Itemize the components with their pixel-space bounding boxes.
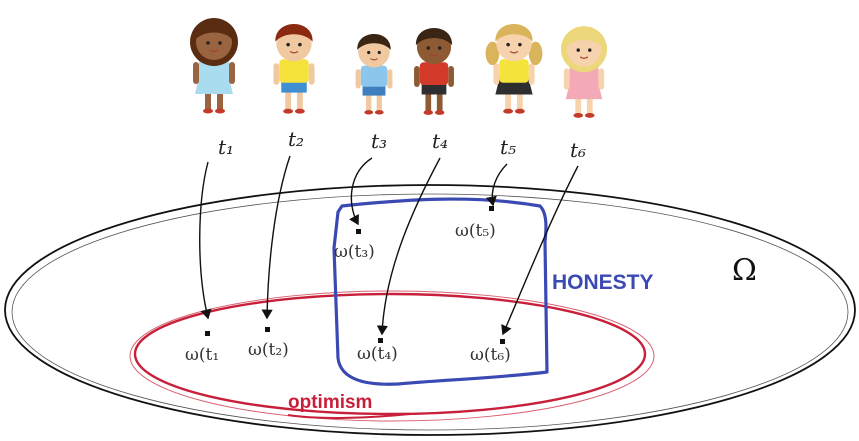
child-shoe	[283, 109, 293, 114]
child-shirt	[499, 59, 528, 83]
child-shoe	[364, 110, 373, 114]
arrow-t3	[351, 158, 372, 224]
child-label-t5: t₅	[500, 135, 516, 159]
point-marker-t3	[356, 229, 361, 234]
child-label-t4: t₄	[432, 129, 448, 153]
child-eye	[427, 46, 430, 49]
child-shoe	[435, 110, 445, 115]
child-shirt	[279, 59, 308, 83]
honesty-label: HONESTY	[552, 271, 654, 294]
point-marker-t2	[265, 327, 270, 332]
child-eye	[298, 43, 302, 47]
child-figure-1	[190, 18, 238, 114]
child-figure-2	[273, 24, 314, 114]
child-shoe	[585, 113, 595, 118]
child-eye	[518, 43, 522, 47]
child-label-t3: t₃	[371, 129, 387, 153]
point-marker-t5	[489, 206, 494, 211]
child-shoe	[573, 113, 583, 118]
point-marker-t4	[378, 338, 383, 343]
arrow-t1	[200, 162, 208, 318]
child-arm	[493, 63, 499, 85]
child-eye	[367, 51, 370, 54]
child-arm	[529, 63, 535, 85]
child-arm	[414, 66, 420, 87]
omega-label: Ω	[732, 253, 757, 288]
child-shoe	[295, 109, 305, 114]
child-shoe	[215, 109, 225, 114]
point-label-t6: ω(t₆)	[470, 345, 511, 365]
point-label-t5: ω(t₅)	[455, 221, 496, 241]
optimism-label: optimism	[288, 392, 372, 413]
child-arm	[598, 68, 604, 89]
child-eye	[218, 41, 222, 45]
arrow-t5	[492, 164, 507, 205]
child-arm	[387, 69, 392, 88]
child-arm	[193, 62, 199, 84]
child-eye	[286, 43, 290, 47]
child-figure-3	[356, 34, 393, 115]
child-arm	[448, 66, 454, 87]
child-shoe	[424, 110, 434, 115]
child-eye	[577, 48, 580, 51]
child-arm	[273, 63, 279, 85]
child-arm	[229, 62, 235, 84]
child-eye	[438, 46, 441, 49]
child-shoe	[515, 109, 525, 114]
point-label-t2: ω(t₂)	[248, 340, 289, 360]
point-marker-t1	[205, 331, 210, 336]
child-arm	[564, 68, 570, 89]
child-shirt	[420, 62, 449, 85]
child-label-t1: t₁	[218, 135, 234, 159]
child-figure-6	[561, 26, 607, 118]
child-eye	[206, 41, 210, 45]
child-figure-4	[414, 28, 454, 115]
child-arm	[309, 63, 315, 85]
child-label-t2: t₂	[288, 127, 304, 151]
child-shoe	[503, 109, 513, 114]
child-eye	[378, 51, 381, 54]
child-label-t6: t₆	[570, 138, 586, 162]
mapping-arrows	[200, 156, 578, 334]
point-label-t1: ω(t₁	[185, 345, 219, 365]
child-labels: t₁ t₂ t₃ t₄ t₅ t₆	[218, 127, 586, 162]
point-marker-t6	[500, 339, 505, 344]
omega-set-ellipse	[5, 185, 855, 435]
child-eye	[588, 48, 591, 51]
arrow-t2	[267, 156, 290, 318]
child-shirt	[361, 66, 387, 87]
point-label-t4: ω(t₄)	[357, 344, 398, 364]
child-eye	[506, 43, 510, 47]
children-row	[190, 18, 607, 118]
omega-set-ellipse-inner	[12, 194, 848, 430]
child-shoe	[203, 109, 213, 114]
child-arm	[356, 69, 361, 88]
child-figure-5	[486, 24, 543, 114]
point-label-t3: ω(t₃)	[334, 242, 375, 262]
child-shoe	[375, 110, 384, 114]
